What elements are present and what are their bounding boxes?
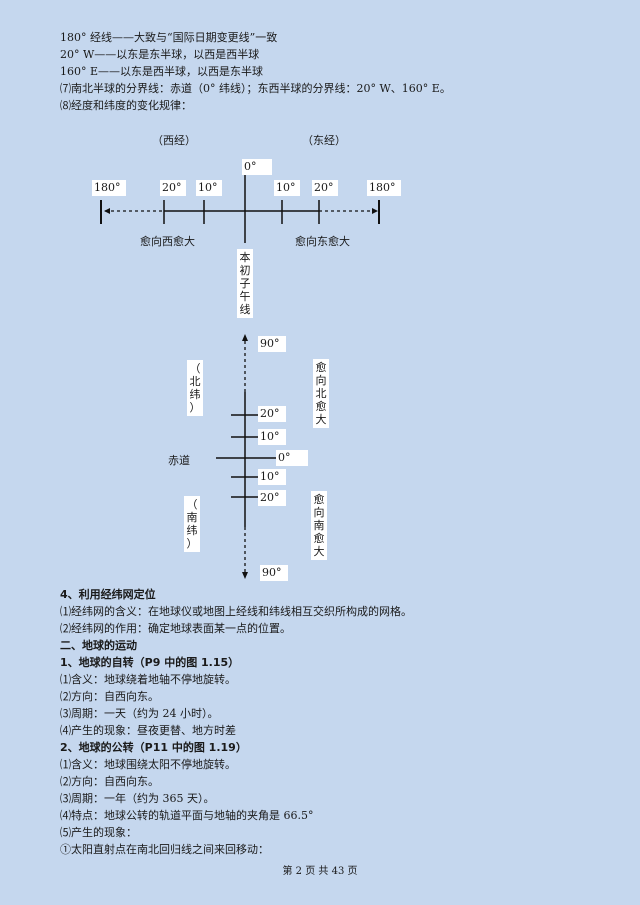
lat-tick-0: 0°: [276, 450, 308, 466]
intro-line-4: ⑺南北半球的分界线：赤道（0° 纬线）；东西半球的分界线：20° W、160° …: [60, 82, 451, 95]
heading-rotation: 1、地球的自转（P9 中的图 1.15）: [60, 656, 240, 669]
lon-tick-180e: 180°: [367, 180, 401, 196]
west-direction-label: 愈向西愈大: [140, 235, 195, 248]
lat-tick-20n: 20°: [258, 406, 286, 422]
lat-tick-20s: 20°: [258, 490, 286, 506]
intro-line-2: 20° W——以东是东半球，以西是西半球: [60, 48, 260, 61]
east-longitude-label: （东经）: [302, 134, 346, 147]
prime-meridian-label: 本 初 子 午 线: [237, 249, 253, 318]
lat-tick-10s: 10°: [258, 469, 286, 485]
intro-line-5: ⑻经度和纬度的变化规律：: [60, 99, 192, 112]
revolution-period: ⑶周期：一年（约为 365 天）。: [60, 792, 215, 805]
revolution-phenomena: ⑸产生的现象：: [60, 826, 137, 839]
lon-tick-20w: 20°: [160, 180, 186, 196]
rotation-phenomena: ⑷产生的现象：昼夜更替、地方时差: [60, 724, 236, 737]
revolution-definition: ⑴含义：地球围绕太阳不停地旋转。: [60, 758, 236, 771]
south-latitude-label: （ 南 纬 ）: [184, 496, 200, 552]
page-footer: 第 2 页 共 43 页: [282, 866, 358, 877]
rotation-definition: ⑴含义：地球绕着地轴不停地旋转。: [60, 673, 236, 686]
lon-tick-0: 0°: [242, 159, 272, 175]
lon-tick-180w: 180°: [92, 180, 126, 196]
rotation-direction: ⑵方向：自西向东。: [60, 690, 159, 703]
intro-line-3: 160° E——以东是西半球，以西是东半球: [60, 65, 264, 78]
north-direction-label: 愈 向 北 愈 大: [313, 359, 329, 428]
west-longitude-label: （西经）: [152, 134, 196, 147]
revolution-feature: ⑷特点：地球公转的轨道平面与地轴的夹角是 66.5°: [60, 809, 314, 822]
subsolar-point-movement: ①太阳直射点在南北回归线之间来回移动：: [60, 843, 269, 856]
rotation-period: ⑶周期：一天（约为 24 小时）。: [60, 707, 219, 720]
grid-definition: ⑴经纬网的含义：在地球仪或地图上经线和纬线相互交织所构成的网格。: [60, 605, 412, 618]
lat-tick-90n: 90°: [258, 336, 286, 352]
lon-tick-10e: 10°: [274, 180, 300, 196]
heading-earth-motion: 二、地球的运动: [60, 639, 137, 652]
lat-tick-10n: 10°: [258, 429, 286, 445]
grid-function: ⑵经纬网的作用：确定地球表面某一点的位置。: [60, 622, 291, 635]
lat-tick-90s: 90°: [260, 565, 288, 581]
lon-tick-10w: 10°: [196, 180, 222, 196]
lon-tick-20e: 20°: [312, 180, 338, 196]
revolution-direction: ⑵方向：自西向东。: [60, 775, 159, 788]
intro-line-1: 180° 经线——大致与“国际日期变更线”一致: [60, 31, 278, 44]
east-direction-label: 愈向东愈大: [295, 235, 350, 248]
north-latitude-label: （ 北 纬 ）: [187, 360, 203, 416]
heading-revolution: 2、地球的公转（P11 中的图 1.19）: [60, 741, 247, 754]
south-direction-label: 愈 向 南 愈 大: [311, 491, 327, 560]
equator-label: 赤道: [168, 454, 190, 467]
heading-grid-positioning: 4、利用经纬网定位: [60, 588, 156, 601]
